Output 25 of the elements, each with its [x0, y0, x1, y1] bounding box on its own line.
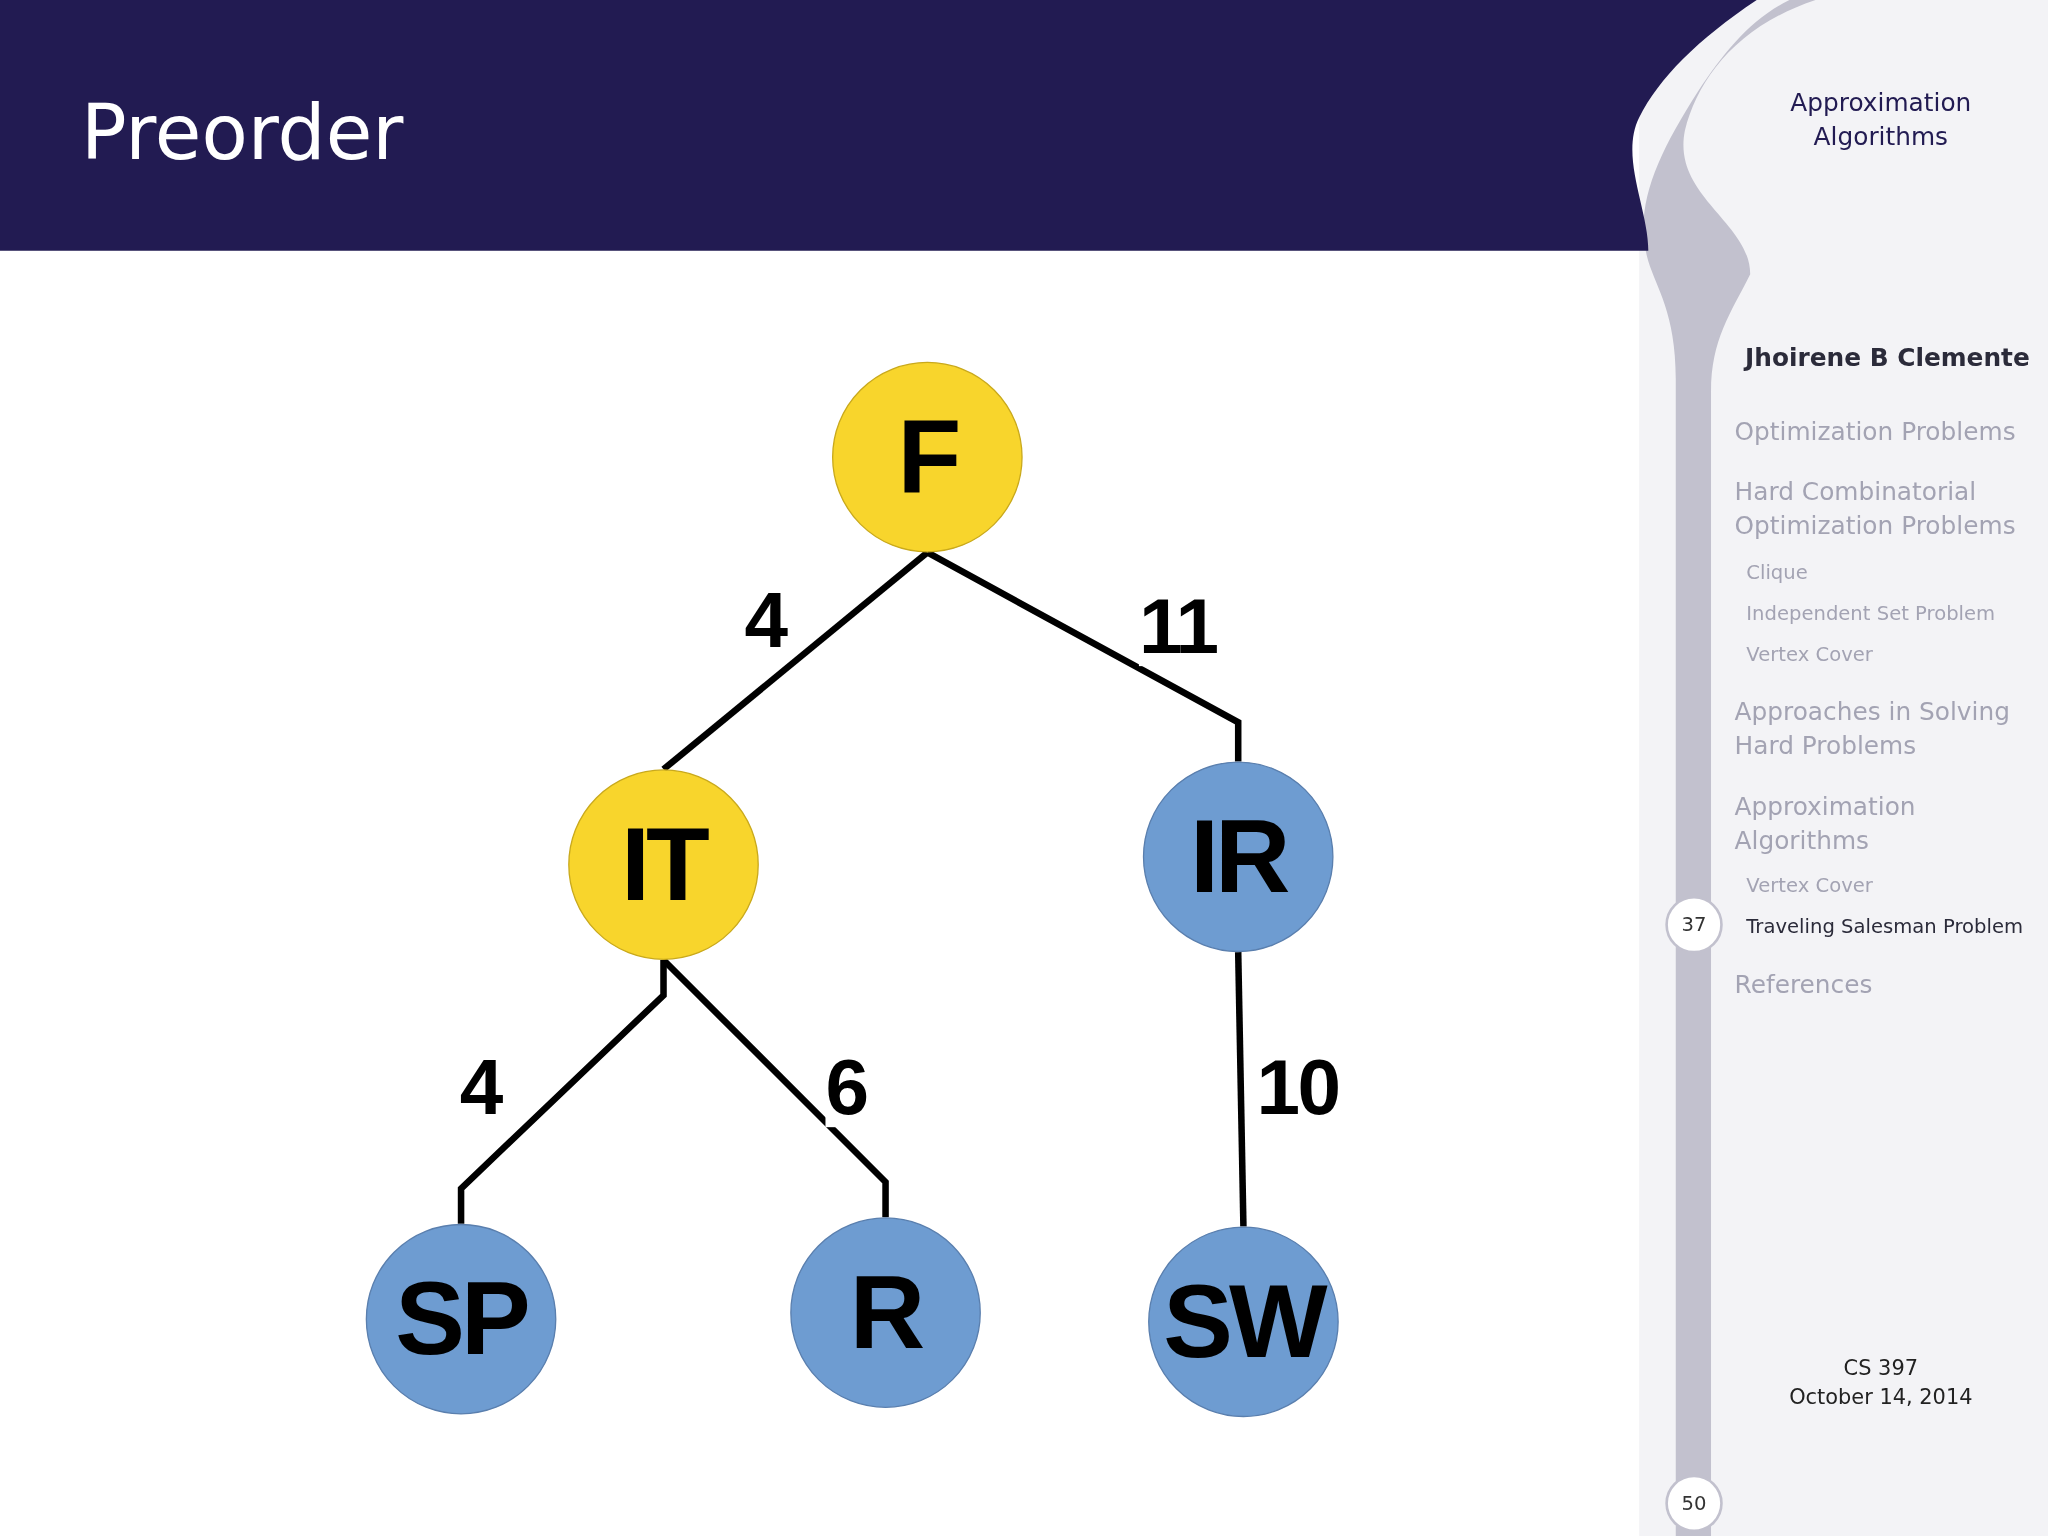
nav-subsection: Clique	[1746, 559, 1808, 586]
page-number: 50	[1681, 1491, 1707, 1516]
nav-section: Hard Combinatorial Optimization Problems	[1734, 475, 2035, 543]
page-number: 37	[1681, 913, 1707, 937]
node-label: IR	[1189, 797, 1287, 917]
nav-section: References	[1734, 967, 1873, 1002]
node-label: F	[897, 397, 958, 517]
course-code: CS 397	[1842, 1354, 1919, 1383]
nav-subsection: Vertex Cover	[1746, 641, 1873, 668]
node-label: SW	[1163, 1262, 1324, 1382]
tree-edge	[457, 960, 667, 1224]
nav-section: Approaches in Solving Hard Problems	[1734, 694, 2035, 762]
nav-section: Optimization Problems	[1734, 415, 2016, 449]
nav-subsection: Independent Set Problem	[1746, 601, 1996, 628]
slide-title: Preorder	[81, 88, 404, 178]
tree-edge	[1234, 952, 1247, 1227]
author-name: Jhoirene B Clemente	[1745, 341, 2030, 373]
presentation-title: Approximation Algorithms	[1789, 86, 1973, 152]
node-label: R	[849, 1252, 922, 1373]
node-label: IT	[621, 804, 706, 925]
node-label: SP	[395, 1259, 527, 1379]
nav-subsection: Vertex Cover	[1746, 872, 1873, 899]
nav-subsection-current: Traveling Salesman Problem	[1746, 913, 2024, 940]
nav-section: Approximation Algorithms	[1734, 790, 1944, 858]
presentation-date: October 14, 2014	[1788, 1383, 1974, 1412]
